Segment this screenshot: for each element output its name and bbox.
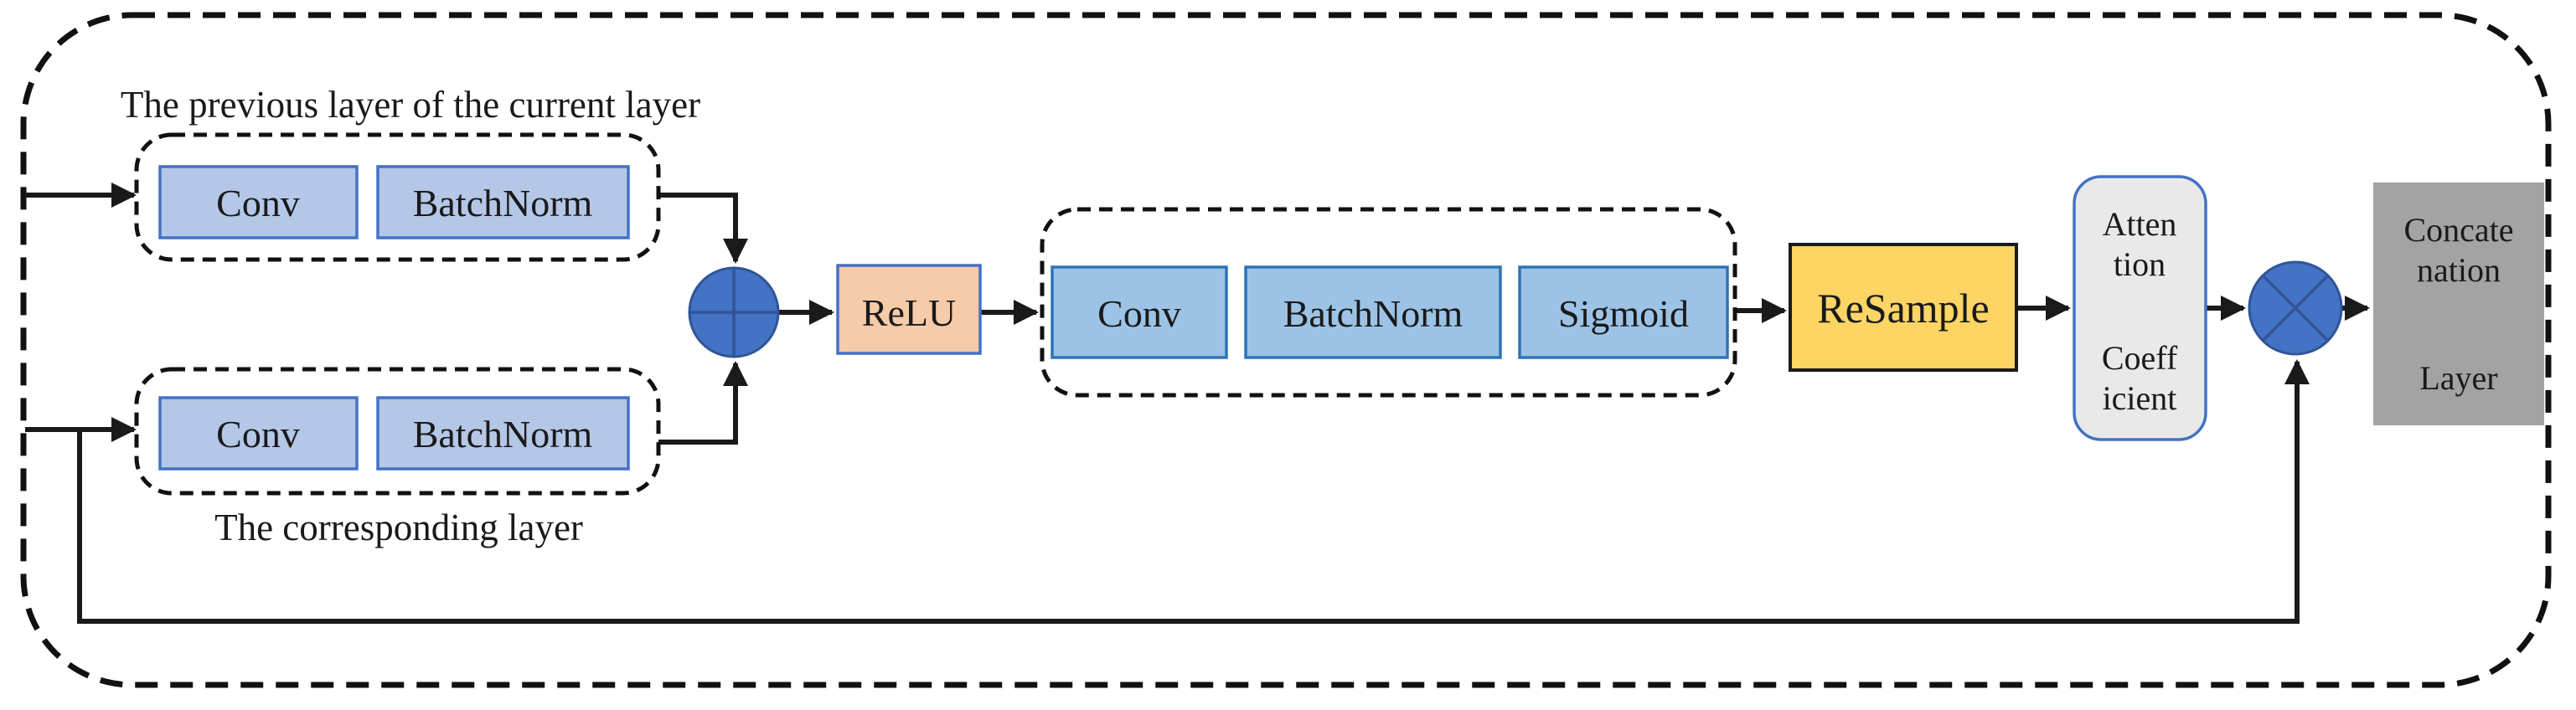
previous-batchnorm-label: BatchNorm xyxy=(413,182,593,224)
resample-label: ReSample xyxy=(1817,285,1990,332)
concatenation-line-3: Layer xyxy=(2419,359,2497,397)
gating-group-border xyxy=(1040,207,1737,398)
resample-box xyxy=(1789,243,2018,372)
corresponding-conv-label: Conv xyxy=(216,413,300,455)
attention-line-4: icient xyxy=(2103,379,2177,417)
arrow-corresponding-branch-to-add xyxy=(658,361,748,445)
gating-batchnorm-label: BatchNorm xyxy=(1283,292,1464,335)
arrow-previous-branch-to-add xyxy=(658,193,748,264)
attention-line-3: Coeff xyxy=(2102,339,2178,377)
relu-box xyxy=(836,264,982,355)
gating-conv-label: Conv xyxy=(1097,292,1181,335)
gating-sigmoid-label: Sigmoid xyxy=(1558,292,1689,335)
outer-dashed-border xyxy=(20,12,2552,688)
concatenation-layer-label: Concate nation Layer xyxy=(2403,211,2513,397)
corresponding-layer-annotation: The corresponding layer xyxy=(214,507,583,548)
connector-lines xyxy=(25,183,2370,624)
plus-mark xyxy=(689,268,778,357)
corresponding-conv-box xyxy=(158,396,359,471)
cross-mark xyxy=(2261,274,2330,342)
attention-line-1: Atten xyxy=(2103,205,2177,243)
relu-label: ReLU xyxy=(862,291,956,334)
gating-sigmoid-box xyxy=(1518,265,1729,359)
concatenation-layer-box xyxy=(2373,183,2544,425)
corresponding-batchnorm-label: BatchNorm xyxy=(413,413,593,455)
gating-conv-box xyxy=(1051,265,1228,359)
attention-line-2: tion xyxy=(2114,245,2166,283)
concatenation-line-2: nation xyxy=(2417,251,2501,289)
attention-coefficient-label: Atten tion Coeff icient xyxy=(2102,205,2178,417)
previous-batchnorm-box xyxy=(376,165,630,239)
previous-conv-label: Conv xyxy=(216,182,300,224)
addition-operator-icon xyxy=(688,266,780,358)
concatenation-line-1: Concate xyxy=(2403,211,2513,249)
previous-layer-annotation: The previous layer of the current layer xyxy=(121,84,700,126)
previous-layer-group-border xyxy=(134,132,661,262)
attention-coefficient-box xyxy=(2073,175,2207,441)
arrow-skip-connection-to-multiply xyxy=(77,359,2310,624)
previous-conv-box xyxy=(158,165,359,239)
corresponding-batchnorm-box xyxy=(376,396,630,471)
multiplication-operator-icon xyxy=(2248,260,2343,356)
corresponding-layer-group-border xyxy=(134,367,661,496)
gating-batchnorm-box xyxy=(1244,265,1502,359)
